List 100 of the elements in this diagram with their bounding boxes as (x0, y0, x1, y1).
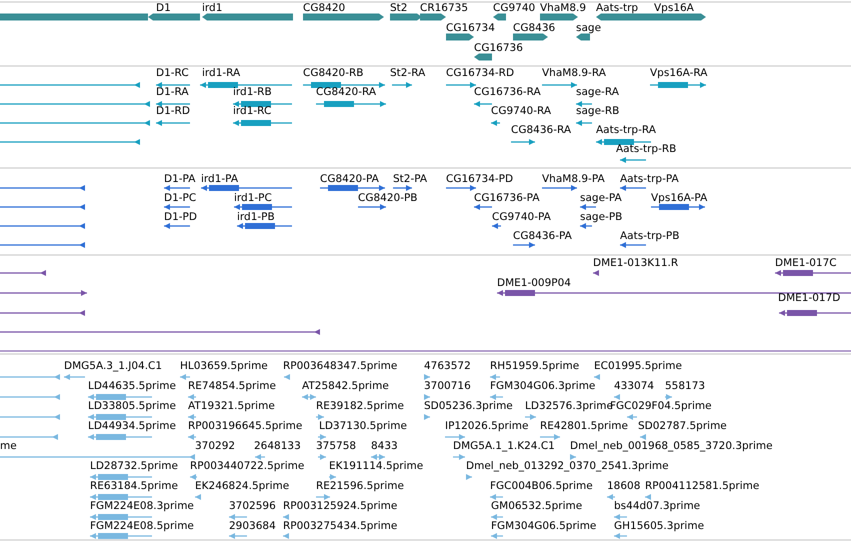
feature-label: CG16736-RA (474, 86, 541, 98)
feature-label: CG16734-RD (446, 67, 514, 79)
feature-label: CG16734-PD (446, 173, 514, 185)
feature-label: St2-PA (393, 173, 428, 185)
feature-label: D1-PA (164, 173, 196, 185)
feature-label: 4763572 (424, 360, 471, 372)
feature-label: CG8420-RB (303, 67, 364, 79)
feature-label: DME1-017C (775, 257, 837, 269)
feature-label: RE63184.5prime (90, 480, 178, 492)
feature-label: ird1-RA (202, 67, 240, 79)
feature-label: LD44934.5prime (88, 420, 176, 432)
feature-label: D1-PC (164, 192, 196, 204)
feature-label: ird1-PC (234, 192, 272, 204)
feature-label: Aats-trp (596, 2, 638, 14)
feature-label: LD33805.5prime (88, 400, 176, 412)
feature-label: me (0, 440, 17, 452)
feature-label: RE21596.5prime (316, 480, 404, 492)
feature-label: 558173 (665, 380, 706, 392)
feature-label: SD05236.3prime (424, 400, 513, 412)
feature-label: EC01995.5prime (594, 360, 682, 372)
feature-label: DME1-013K11.R (593, 257, 678, 269)
feature-label: ird1-RC (233, 105, 272, 117)
feature-label: Dmel_neb_013292_0370_2541.3prime (466, 460, 669, 472)
feature-label: DMG5A.3_1.J04.C1 (64, 360, 162, 372)
feature-label: Dmel_neb_001968_0585_3720.3prime (570, 440, 773, 452)
feature-label: ird1-PB (237, 211, 275, 223)
feature-label: 2903684 (229, 520, 276, 532)
feature-label: 375758 (316, 440, 356, 452)
feature-label: RP003275434.5prime (283, 520, 398, 532)
feature-label: RH51959.5prime (490, 360, 580, 372)
feature-label: St2 (390, 2, 408, 14)
feature-label: RE74854.5prime (188, 380, 276, 392)
feature-label: LD44635.5prime (88, 380, 176, 392)
feature-label: LD28732.5prime (90, 460, 178, 472)
feature-label: DME1-009P04 (497, 277, 571, 289)
feature-label: EK191114.5prime (329, 460, 424, 472)
feature-label: D1-RC (156, 67, 189, 79)
feature-label: CG16734 (446, 22, 495, 34)
feature-label: SD02787.5prime (638, 420, 727, 432)
feature-label: GM06532.5prime (491, 500, 582, 512)
feature-label: RP003125924.5prime (283, 500, 398, 512)
feature-label: D1-PD (164, 211, 197, 223)
feature-label: AT19321.5prime (188, 400, 275, 412)
feature-label: EK246824.5prime (195, 480, 290, 492)
feature-label: VhaM8.9-PA (542, 173, 605, 185)
feature-label: 433074 (614, 380, 654, 392)
feature-label: D1 (156, 2, 171, 14)
feature-label: sage-RB (576, 105, 620, 117)
feature-label: 3702596 (229, 500, 276, 512)
feature-label: Vps16A-PA (651, 192, 708, 204)
feature-label: CG8436-PA (513, 230, 572, 242)
feature-label: CG9740 (493, 2, 536, 14)
feature-label: FGM304G06.5prime (491, 520, 596, 532)
feature-label: CR16735 (420, 2, 468, 14)
feature-label: sage (576, 22, 602, 34)
feature-label: ird1-RB (233, 86, 272, 98)
feature-label: CG8420-PA (320, 173, 379, 185)
feature-label: ird1 (202, 2, 222, 14)
feature-label: St2-RA (390, 67, 426, 79)
feature-label: RP003648347.5prime (283, 360, 398, 372)
feature-label: CG8420 (303, 2, 346, 14)
feature-label: FGM304G06.3prime (490, 380, 596, 392)
feature-label: CG8436 (513, 22, 556, 34)
feature-label: CG9740-PA (492, 211, 551, 223)
feature-label: 18608 (607, 480, 640, 492)
feature-label: CG9740-RA (491, 105, 552, 117)
feature-label: CG16736-PA (474, 192, 540, 204)
feature-label: DME1-017D (778, 292, 840, 304)
feature-label: DMG5A.1_1.K24.C1 (453, 440, 555, 452)
feature-label: CG8420-RA (316, 86, 376, 98)
feature-label: IP12026.5prime (445, 420, 528, 432)
feature-label: FGM224E08.3prime (90, 500, 194, 512)
feature-label: RP004112581.5prime (645, 480, 760, 492)
feature-label: sage-RA (576, 86, 619, 98)
feature-label: CG16736 (474, 42, 523, 54)
feature-label: AT25842.5prime (302, 380, 389, 392)
feature-label: bs44d07.3prime (614, 500, 700, 512)
feature-label: RP003196645.5prime (188, 420, 302, 432)
feature-label: RE42801.5prime (540, 420, 628, 432)
feature-label: 370292 (195, 440, 236, 452)
feature-label: CG8420-PB (358, 192, 418, 204)
feature-label: HL03659.5prime (180, 360, 268, 372)
feature-label: RP003440722.5prime (190, 460, 304, 472)
feature-label: D1-RA (156, 86, 189, 98)
feature-label: Aats-trp-PA (620, 173, 679, 185)
feature-label: VhaM8.9 (540, 2, 586, 14)
feature-label: sage-PA (580, 192, 622, 204)
feature-label: Aats-trp-RB (616, 143, 676, 155)
feature-label: CG8436-RA (511, 124, 572, 136)
feature-label: Aats-trp-PB (620, 230, 680, 242)
feature-label: Vps16A (654, 2, 694, 14)
feature-label: D1-RD (156, 105, 190, 117)
feature-label: sage-PB (580, 211, 622, 223)
feature-label: 2648133 (254, 440, 301, 452)
feature-label: 8433 (371, 440, 398, 452)
feature-label: RE39182.5prime (316, 400, 404, 412)
feature-label: FGM224E08.5prime (90, 520, 194, 532)
feature-label: Aats-trp-RA (596, 124, 656, 136)
feature-label: GH15605.3prime (614, 520, 704, 532)
feature-label: VhaM8.9-RA (542, 67, 606, 79)
